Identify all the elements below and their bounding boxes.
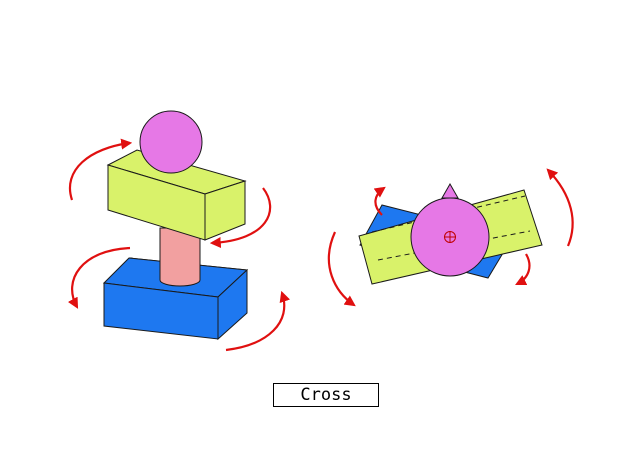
rotation-arrow-icon [69,138,133,201]
top-view-object[interactable] [358,182,543,285]
rotation-arrow-icon [546,168,574,247]
mode-label-text: Cross [300,385,352,405]
top-block-side-face [204,180,246,241]
rotation-arrow-icon [327,231,356,307]
rotation-arrow-icon [515,253,531,285]
cylinder [159,227,201,287]
rotation-arrow-icon [225,290,291,352]
rotation-arrow-icon [67,246,131,309]
rotation-arrow-icon [209,187,272,249]
base-block-side-face [217,268,248,341]
top-view-rotation-arrows [327,168,574,307]
direction-pointer-icon [441,182,459,199]
hidden-edges [371,195,531,261]
side-view-object[interactable] [102,110,249,341]
mode-label-button[interactable]: Cross [273,383,379,407]
side-view-rotation-arrows [67,138,291,352]
crosshair-icon [444,231,456,243]
sphere [139,110,203,174]
cylinder-body [159,227,201,287]
rotation-arrow-icon [373,186,386,216]
